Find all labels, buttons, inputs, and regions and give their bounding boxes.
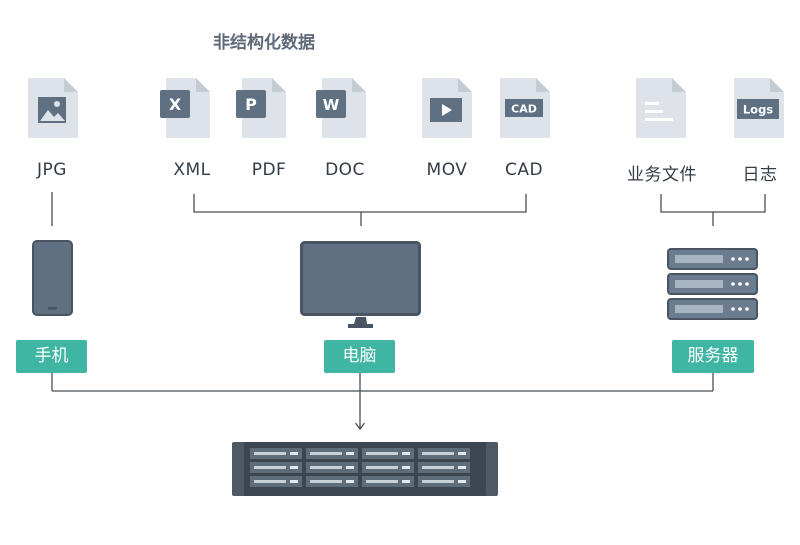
drive-bay-slot (310, 480, 342, 483)
server-icon (667, 248, 758, 320)
file-label-pdf: PDF (251, 160, 287, 180)
image-file-icon (28, 78, 78, 138)
xml-file-icon: X (160, 78, 210, 138)
drive-bay-led (290, 480, 298, 483)
file-label-xml: XML (173, 160, 211, 180)
video-file-icon (422, 78, 472, 138)
file-label-logs: 日志 (742, 165, 778, 185)
pdf-file-icon: P (236, 78, 286, 138)
file-label-mov: MOV (426, 160, 468, 180)
doc-badge: W (323, 96, 340, 114)
file-label-jpg: JPG (37, 160, 67, 180)
device-tag-pc: 电脑 (324, 340, 395, 373)
logs-file-icon: Logs (734, 78, 784, 138)
drive-bay-led (458, 452, 466, 455)
drive-bay-slot (422, 466, 454, 469)
file-label-cad: CAD (504, 160, 544, 180)
phone-icon (32, 240, 73, 316)
cad-badge: CAD (511, 103, 537, 116)
drive-bay-led (346, 466, 354, 469)
nas-storage-icon (232, 442, 498, 496)
drive-bay-slot (422, 480, 454, 483)
pdf-badge: P (245, 95, 257, 114)
drive-bay-led (346, 452, 354, 455)
device-tag-server: 服务器 (672, 340, 754, 373)
drive-bay-slot (366, 452, 398, 455)
file-label-business: 业务文件 (627, 165, 697, 185)
logs-badge: Logs (743, 103, 773, 117)
drive-bay-slot (310, 452, 342, 455)
drive-bay-led (402, 480, 410, 483)
drive-bay-slot (366, 480, 398, 483)
drive-bay-slot (254, 466, 286, 469)
drive-bay-led (346, 480, 354, 483)
drive-bay-led (402, 452, 410, 455)
cad-file-icon: CAD (500, 78, 550, 138)
drive-bay-slot (310, 466, 342, 469)
monitor-icon (300, 241, 421, 328)
drive-bay-slot (422, 452, 454, 455)
device-tag-phone: 手机 (16, 340, 87, 373)
xml-badge: X (169, 95, 182, 114)
drive-bay-slot (254, 452, 286, 455)
drive-bay-slot (366, 466, 398, 469)
doc-file-icon: W (316, 78, 366, 138)
text-file-icon (636, 78, 686, 138)
drive-bay-led (402, 466, 410, 469)
file-label-doc: DOC (325, 160, 365, 180)
drive-bay-led (290, 466, 298, 469)
drive-bay-slot (254, 480, 286, 483)
drive-bay-led (458, 480, 466, 483)
drive-bay-led (458, 466, 466, 469)
drive-bay-led (290, 452, 298, 455)
diagram-title: 非结构化数据 (213, 33, 315, 53)
